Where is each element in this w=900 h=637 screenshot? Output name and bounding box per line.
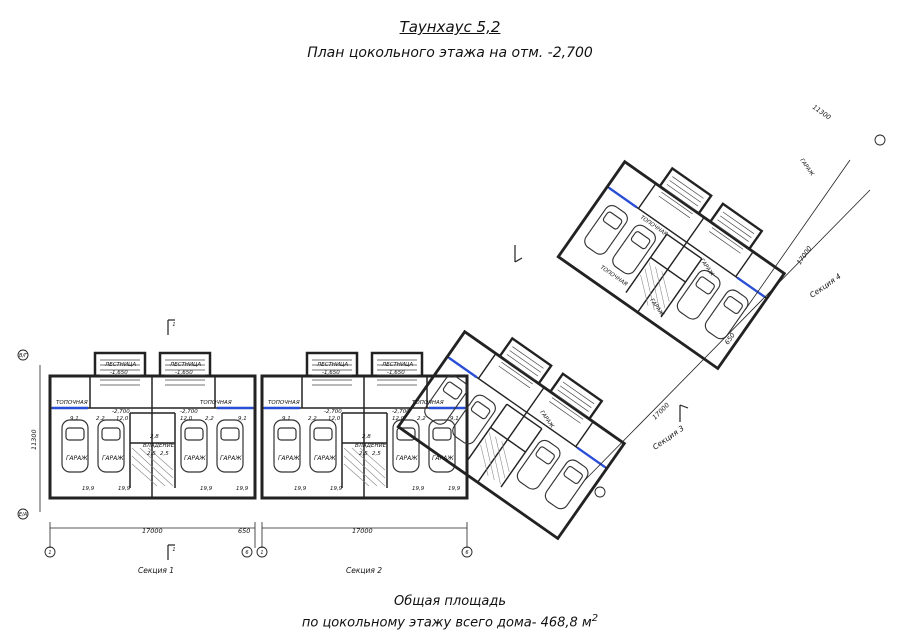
area-label: 12,0 bbox=[180, 416, 193, 422]
width-dimension: 17000 bbox=[352, 527, 373, 535]
garage-area: 19,9 bbox=[330, 486, 343, 492]
garage-area: 19,9 bbox=[236, 486, 249, 492]
garage-label: ГАРАЖ bbox=[66, 455, 88, 462]
area-label: 2,2 bbox=[205, 416, 214, 422]
garage-area: 19,9 bbox=[82, 486, 95, 492]
section-4-caption: Секция 4 bbox=[808, 271, 843, 299]
area-label: 9,1 bbox=[238, 416, 247, 422]
area-label: 2,8 bbox=[362, 434, 371, 440]
boiler-label: ТОПОЧНАЯ bbox=[268, 400, 300, 406]
stair-label: ЛЕСТНИЦА bbox=[104, 362, 136, 368]
area-label: 2,2 bbox=[96, 416, 105, 422]
garage-label: ГАРАЖ bbox=[396, 455, 418, 462]
bath-label: ВЛАДЕНИЕ bbox=[143, 443, 175, 449]
depth-dimension: 11300 bbox=[811, 103, 833, 121]
section-1-plan bbox=[48, 351, 257, 500]
width-dimension: 17000 bbox=[142, 527, 163, 535]
boiler-label: ТОПОЧНАЯ bbox=[200, 400, 232, 406]
stair-level: -1,650 bbox=[322, 370, 340, 376]
depth-dimension: 11300 bbox=[30, 429, 38, 450]
width-dimension: 17000 bbox=[651, 401, 671, 421]
total-area-label: Общая площадь bbox=[393, 594, 507, 609]
boiler-label: ТОПОЧНАЯ bbox=[56, 400, 88, 406]
garage-label: ГАРАЖ bbox=[314, 455, 336, 462]
garage-label: ГАРАЖ bbox=[102, 455, 124, 462]
garage-area: 19,9 bbox=[294, 486, 307, 492]
garage-area: 19,9 bbox=[448, 486, 461, 492]
plan-subtitle: План цокольного этажа на отм. -2,700 bbox=[307, 45, 593, 61]
axis-label: В/Г bbox=[19, 353, 28, 359]
area-label: 12,0 bbox=[328, 416, 341, 422]
axis-label: 1 bbox=[260, 550, 263, 556]
area-label: 12,0 bbox=[392, 416, 405, 422]
area-label: 9,1 bbox=[70, 416, 79, 422]
width-dimension: 17000 bbox=[795, 245, 813, 267]
section-3-plan bbox=[396, 312, 639, 540]
stair-label: ЛЕСТНИЦА bbox=[381, 362, 413, 368]
garage-label: ГАРАЖ bbox=[432, 455, 454, 462]
axis-label: 6 bbox=[245, 550, 248, 556]
garage-label: ГАРАЖ bbox=[220, 455, 242, 462]
bath-area: 2,5 bbox=[147, 451, 156, 457]
bath-area: 2,5 bbox=[359, 451, 368, 457]
bath-area: 2,5 bbox=[160, 451, 169, 457]
area-label: 2,2 bbox=[417, 416, 426, 422]
garage-label: ГАРАЖ bbox=[648, 298, 665, 319]
cut-label: 1 bbox=[172, 322, 175, 328]
level-mark: -2,700 bbox=[324, 409, 342, 415]
garage-label: ГАРАЖ bbox=[278, 455, 300, 462]
stair-level: -1,650 bbox=[110, 370, 128, 376]
area-label: 2,8 bbox=[150, 434, 159, 440]
boiler-label: ТОПОЧНАЯ bbox=[412, 400, 444, 406]
total-area-value: по цокольному этажу всего дома- 468,8 м2 bbox=[301, 613, 599, 631]
garage-label: ГАРАЖ bbox=[184, 455, 206, 462]
plan-title: Таунхаус 5,2 bbox=[399, 18, 501, 36]
section-1-caption: Секция 1 bbox=[138, 566, 174, 575]
stair-label: ЛЕСТНИЦА bbox=[169, 362, 201, 368]
cut-label: 1 bbox=[172, 547, 175, 553]
level-mark: -2,700 bbox=[392, 409, 410, 415]
garage-area: 19,9 bbox=[118, 486, 131, 492]
garage-area: 19,9 bbox=[412, 486, 425, 492]
area-label: 12,0 bbox=[116, 416, 129, 422]
section-4-plan bbox=[556, 142, 799, 370]
bath-area: 2,5 bbox=[372, 451, 381, 457]
axis-label: 6 bbox=[465, 550, 468, 556]
stair-label: ЛЕСТНИЦА bbox=[316, 362, 348, 368]
offset-dimension: 650 bbox=[238, 527, 250, 535]
level-mark: -2,700 bbox=[112, 409, 130, 415]
axis-label: Е/А bbox=[19, 512, 28, 518]
stair-level: -1,650 bbox=[387, 370, 405, 376]
garage-label: ГАРАЖ bbox=[798, 158, 815, 179]
level-mark: -2,700 bbox=[180, 409, 198, 415]
boiler-label: ТОПОЧНАЯ bbox=[599, 265, 629, 288]
bath-label: ВЛАДЕНИЕ bbox=[355, 443, 387, 449]
section-2-caption: Секция 2 bbox=[346, 566, 382, 575]
area-label: 9,1 bbox=[282, 416, 291, 422]
stair-level: -1,650 bbox=[175, 370, 193, 376]
area-label: 9,1 bbox=[450, 416, 459, 422]
area-label: 2,2 bbox=[308, 416, 317, 422]
axis-label: 1 bbox=[48, 550, 51, 556]
section-3-caption: Секция 3 bbox=[651, 423, 686, 451]
garage-area: 19,9 bbox=[200, 486, 213, 492]
